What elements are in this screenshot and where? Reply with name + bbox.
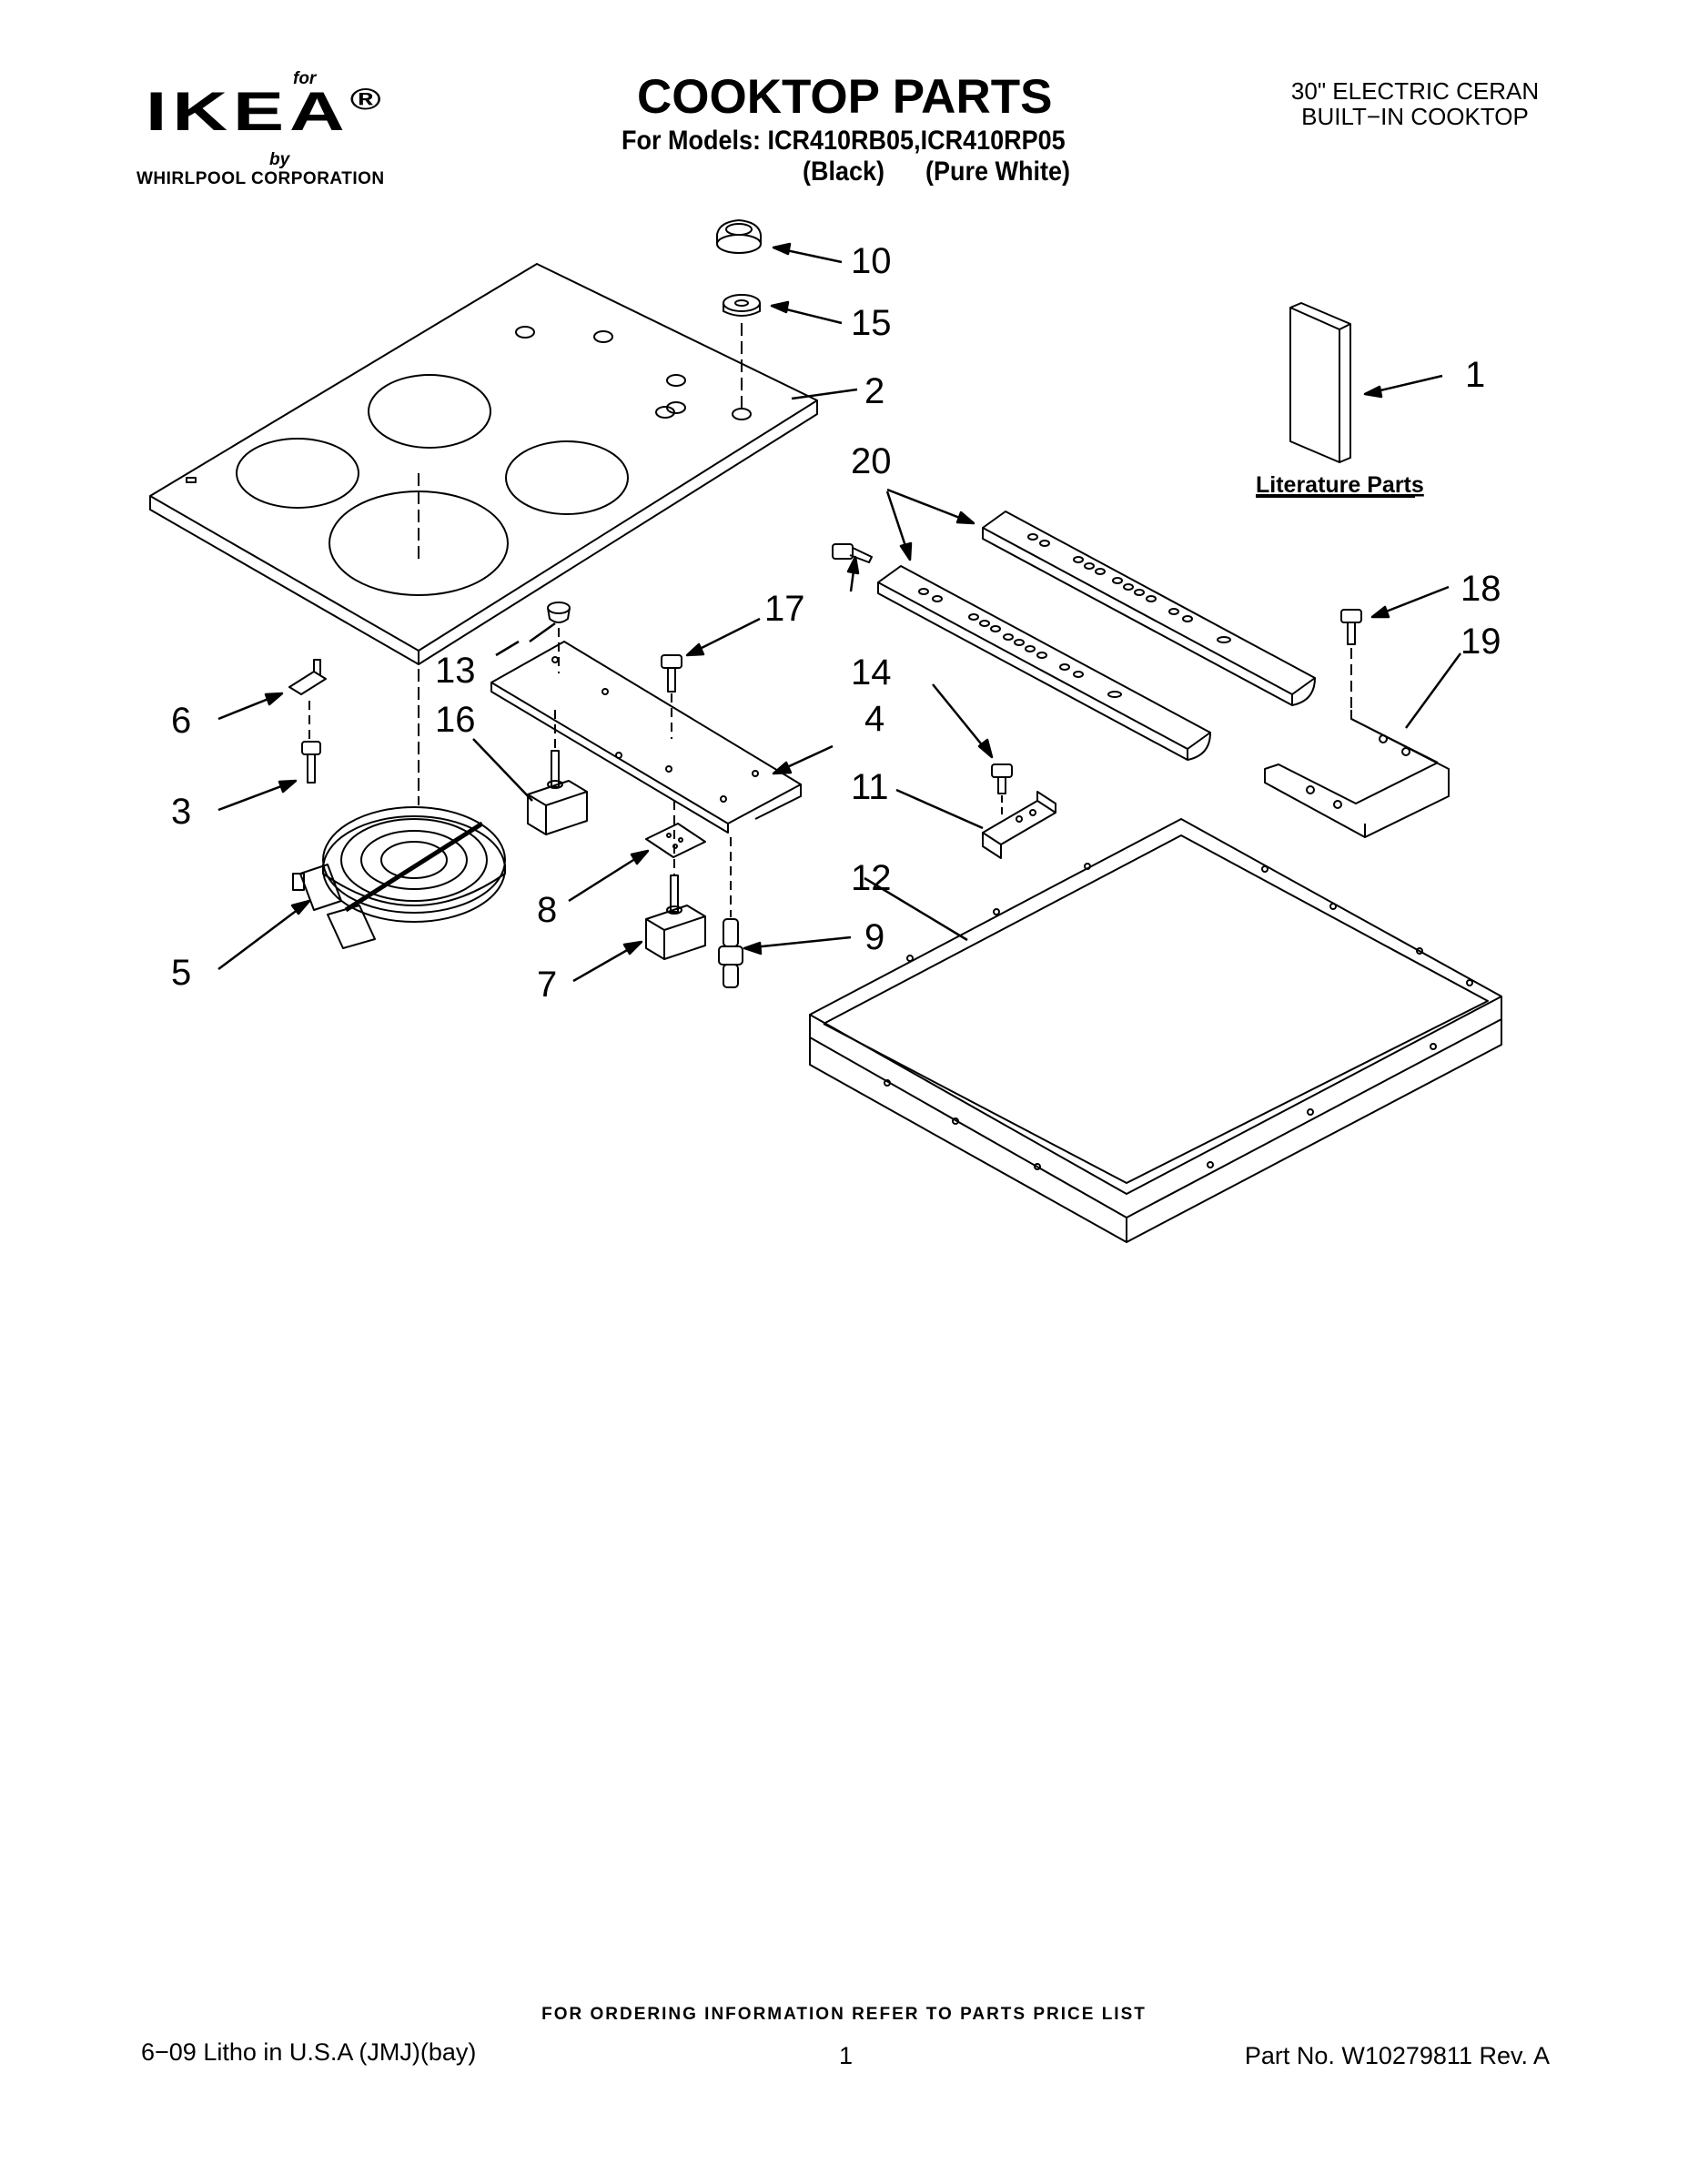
glass-cooktop-part bbox=[149, 263, 818, 665]
ordering-info: FOR ORDERING INFORMATION REFER TO PARTS … bbox=[541, 2005, 1147, 2024]
infinite-switch-part-16 bbox=[527, 750, 588, 835]
callout-1: 1 bbox=[1465, 355, 1485, 395]
callout-15: 15 bbox=[851, 303, 892, 343]
mounting-bracket-lower bbox=[877, 565, 1211, 761]
callout-17: 17 bbox=[764, 589, 805, 629]
logo-brand: IKEA bbox=[146, 80, 350, 143]
literature-parts-label: Literature Parts bbox=[1256, 472, 1424, 498]
corner-bracket-part bbox=[1264, 710, 1450, 838]
callout-19: 19 bbox=[1461, 622, 1501, 662]
callout-14: 14 bbox=[851, 652, 892, 693]
callout-8: 8 bbox=[537, 890, 557, 930]
callout-11: 11 bbox=[851, 767, 889, 807]
callout-12: 12 bbox=[851, 858, 892, 898]
logo-corporation: WHIRLPOOL CORPORATION bbox=[136, 169, 385, 188]
callout-18: 18 bbox=[1461, 569, 1501, 609]
callout-9: 9 bbox=[864, 917, 884, 957]
clip-part-6 bbox=[288, 659, 327, 695]
model-numbers: For Models: ICR410RB05,ICR410RP05 bbox=[622, 126, 1066, 156]
knob-shaft-part-9 bbox=[718, 918, 743, 988]
ikea-logo: IKEA® bbox=[146, 84, 381, 138]
screw-part-17 bbox=[661, 654, 682, 693]
page-number: 1 bbox=[839, 2042, 854, 2069]
screw-part-14 bbox=[832, 543, 873, 563]
callout-3: 3 bbox=[171, 792, 191, 832]
callout-2: 2 bbox=[864, 371, 884, 411]
screw-part-11 bbox=[991, 763, 1013, 794]
page-title: COOKTOP PARTS bbox=[637, 70, 1053, 124]
logo-by-text: by bbox=[269, 150, 290, 169]
callout-13: 13 bbox=[435, 651, 476, 691]
callout-6: 6 bbox=[171, 701, 191, 741]
logo-registered: ® bbox=[349, 81, 381, 116]
product-line-2: BUILT−IN COOKTOP bbox=[1301, 103, 1529, 130]
base-tray-part bbox=[809, 818, 1502, 1243]
logo-for-text: for bbox=[293, 69, 317, 88]
control-panel-part bbox=[490, 641, 802, 834]
screw-part-18 bbox=[1340, 609, 1362, 645]
callout-16: 16 bbox=[435, 700, 476, 740]
plate-part-8 bbox=[645, 823, 706, 858]
callout-7: 7 bbox=[537, 965, 557, 1005]
literature-part bbox=[1289, 302, 1351, 463]
model-colors: (Black) (Pure White) bbox=[803, 157, 1071, 187]
clip-part-11 bbox=[982, 791, 1056, 859]
litho-info: 6−09 Litho in U.S.A (JMJ)(bay) bbox=[141, 2038, 477, 2066]
push-nut-part-13 bbox=[547, 602, 571, 623]
callout-10: 10 bbox=[851, 241, 892, 281]
screw-part-3 bbox=[301, 741, 321, 784]
part-number: Part No. W10279811 Rev. A bbox=[1244, 2042, 1550, 2069]
callout-numbers: 1 2 3 4 5 6 7 8 9 10 11 12 13 14 15 16 1… bbox=[171, 241, 1501, 1005]
callout-20: 20 bbox=[851, 441, 892, 481]
callout-5: 5 bbox=[171, 953, 191, 993]
mounting-bracket-upper bbox=[982, 511, 1316, 706]
product-line-1: 30" ELECTRIC CERAN bbox=[1290, 77, 1540, 105]
infinite-switch-part-7 bbox=[645, 875, 706, 960]
callout-4: 4 bbox=[864, 699, 884, 739]
surface-element-part bbox=[292, 806, 506, 949]
knob-part bbox=[716, 219, 762, 254]
washer-part bbox=[723, 294, 761, 317]
callout-leaders bbox=[217, 242, 1462, 983]
